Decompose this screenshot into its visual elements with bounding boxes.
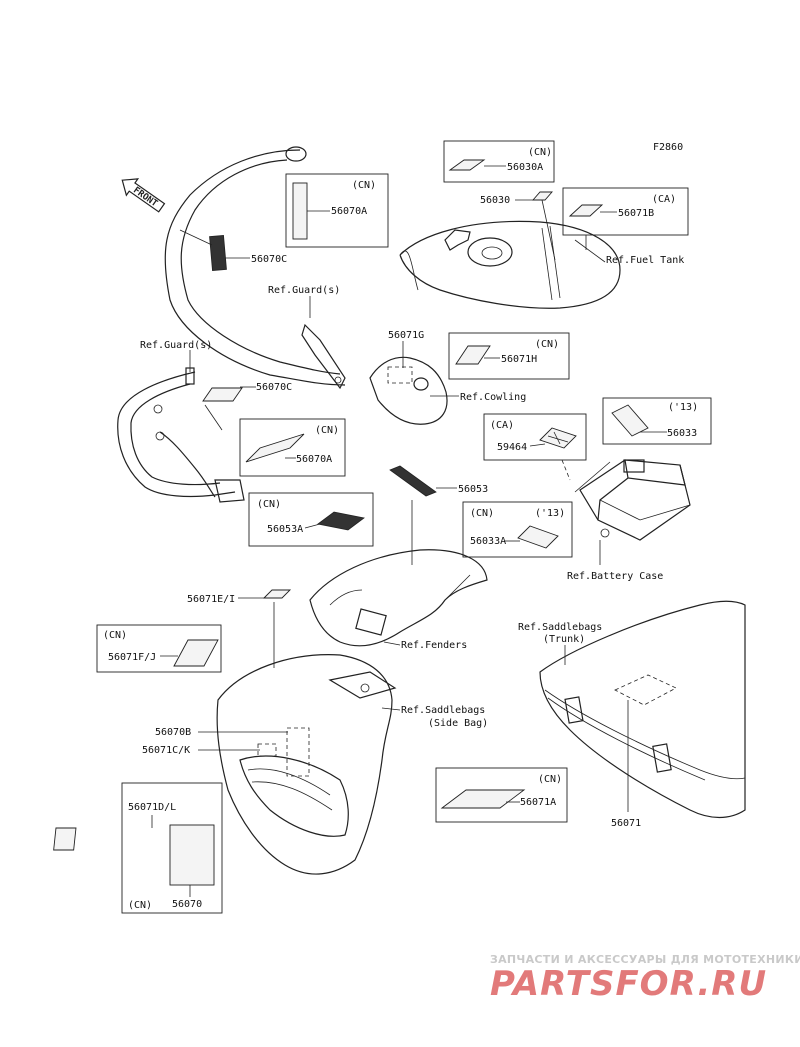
sticker-56030 <box>532 191 553 201</box>
fuel-tank-part <box>399 220 621 309</box>
label-56071A: 56071A <box>520 797 556 808</box>
sticker-56071A <box>440 789 526 809</box>
label-56071H: 56071H <box>501 354 537 365</box>
label-ref-saddlebag-side-1: Ref.Saddlebags <box>401 705 485 716</box>
sticker-56030A <box>448 159 486 171</box>
watermark-logo: PARTSFOR.RU <box>490 964 767 1004</box>
sticker-56033A <box>517 525 559 549</box>
label-56071C-K: 56071C/K <box>142 745 190 756</box>
label-56070: 56070 <box>172 899 202 910</box>
tag-cn-56071DL: (CN) <box>128 900 152 911</box>
sticker-56070C-top <box>209 235 227 271</box>
tag-cn-56071H: (CN) <box>535 339 559 350</box>
tag-ca-59464: (CA) <box>490 420 514 431</box>
tag-13-56033A: ('13) <box>535 508 565 519</box>
sticker-56070A-mid <box>245 433 305 463</box>
cowling-part <box>369 356 448 425</box>
label-ref-saddlebag-side-2: (Side Bag) <box>428 718 488 729</box>
label-56071G: 56071G <box>388 330 424 341</box>
sticker-56070C-mid <box>202 387 243 402</box>
sticker-56070 <box>169 824 215 886</box>
box-56030A-cn <box>443 140 555 183</box>
upper-guard-part <box>164 146 346 390</box>
sticker-56071D-L <box>53 827 77 851</box>
box-56033A-cn-13 <box>462 501 573 558</box>
label-ref-battery-case: Ref.Battery Case <box>567 571 663 582</box>
label-ref-saddlebag-trunk-1: Ref.Saddlebags <box>518 622 602 633</box>
tag-ca-56071B: (CA) <box>652 194 676 205</box>
svg-text:FRONT: FRONT <box>131 186 159 210</box>
trunk-part <box>539 600 746 819</box>
label-56053: 56053 <box>458 484 488 495</box>
sticker-56033 <box>611 404 649 437</box>
box-56070A-cn-top <box>285 173 389 248</box>
label-ref-fuel-tank: Ref.Fuel Tank <box>606 255 684 266</box>
box-56070A-cn-mid <box>239 418 346 477</box>
box-56071DL-cn <box>121 782 223 914</box>
label-ref-guard-1: Ref.Guard(s) <box>268 285 340 296</box>
label-56071D-L: 56071D/L <box>128 802 176 813</box>
sticker-56053A <box>317 511 365 531</box>
sticker-56071H <box>455 345 491 365</box>
tag-13-56033: ('13) <box>668 402 698 413</box>
tag-cn-56071A: (CN) <box>538 774 562 785</box>
label-56070A-top: 56070A <box>331 206 367 217</box>
lower-guard-part <box>117 367 245 503</box>
label-ref-cowling: Ref.Cowling <box>460 392 526 403</box>
label-56070A-mid: 56070A <box>296 454 332 465</box>
sticker-56071F-J <box>173 639 219 667</box>
label-ref-fenders: Ref.Fenders <box>401 640 467 651</box>
tag-cn-56071FJ: (CN) <box>103 630 127 641</box>
fender-part <box>309 549 488 647</box>
label-56070B: 56070B <box>155 727 191 738</box>
label-56071E-I: 56071E/I <box>187 594 235 605</box>
tag-cn-56033A: (CN) <box>470 508 494 519</box>
sticker-59464 <box>539 427 577 449</box>
tag-cn-56053A: (CN) <box>257 499 281 510</box>
label-ref-guard-2: Ref.Guard(s) <box>140 340 212 351</box>
label-59464: 59464 <box>497 442 527 453</box>
label-56071F-J: 56071F/J <box>108 652 156 663</box>
box-56053A-cn <box>248 492 374 547</box>
sticker-56071B <box>568 204 604 217</box>
label-56070C-top: 56070C <box>251 254 287 265</box>
box-56071B-ca <box>562 187 689 236</box>
sticker-56071E-I <box>262 589 292 599</box>
tag-cn-56070A-mid: (CN) <box>315 425 339 436</box>
label-56071: 56071 <box>611 818 641 829</box>
label-56030A: 56030A <box>507 162 543 173</box>
label-56033: 56033 <box>667 428 697 439</box>
sticker-56070A-top <box>292 182 308 240</box>
battery-case-part <box>579 459 691 541</box>
box-56071FJ-cn <box>96 624 222 673</box>
label-56053A: 56053A <box>267 524 303 535</box>
tag-cn-56070A-top: (CN) <box>352 180 376 191</box>
label-56071B: 56071B <box>618 208 654 219</box>
sticker-56053 <box>389 465 437 497</box>
label-56030: 56030 <box>480 195 510 206</box>
tag-cn-56030A: (CN) <box>528 147 552 158</box>
box-56071A-cn <box>435 767 568 823</box>
label-ref-saddlebag-trunk-2: (Trunk) <box>543 634 585 645</box>
label-56033A: 56033A <box>470 536 506 547</box>
box-56071H-cn <box>448 332 570 380</box>
label-56070C-mid: 56070C <box>256 382 292 393</box>
side-saddlebag-part <box>216 654 397 875</box>
watermark-tagline: ЗАПЧАСТИ И АКСЕССУАРЫ ДЛЯ МОТОТЕХНИКИ <box>490 953 800 966</box>
box-56033-13 <box>602 397 712 445</box>
front-arrow-icon: FRONT <box>121 178 166 213</box>
box-59464-ca <box>483 413 587 461</box>
figure-code: F2860 <box>653 142 683 153</box>
